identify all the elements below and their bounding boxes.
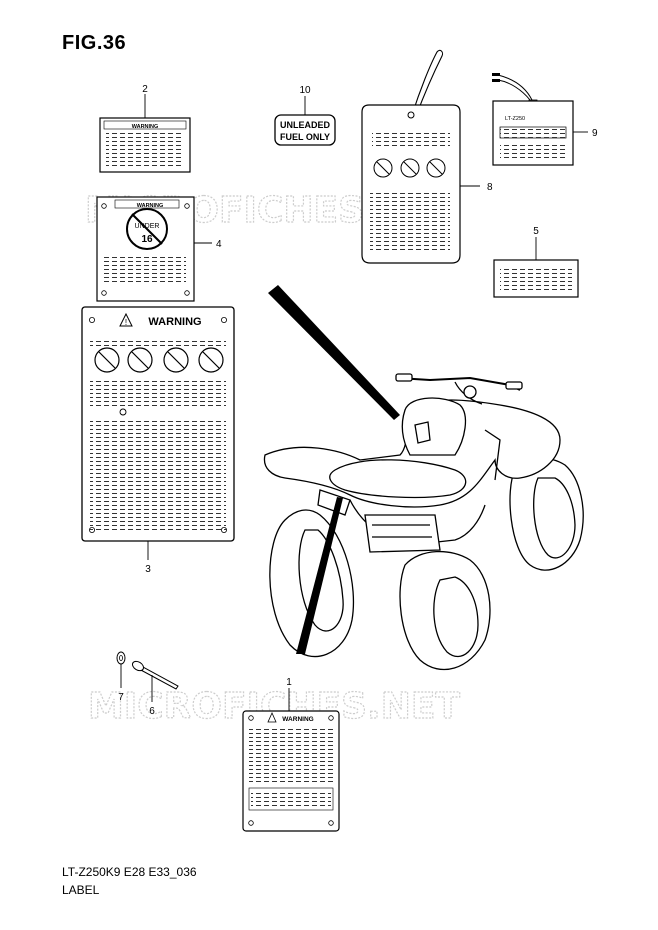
label-part-3[interactable]: ! WARNING bbox=[81, 306, 235, 542]
label-part-1[interactable]: WARNING bbox=[242, 710, 340, 832]
callout-5: 5 bbox=[533, 226, 539, 237]
label-1-warning-text: WARNING bbox=[282, 716, 313, 723]
callout-6: 6 bbox=[149, 706, 155, 717]
atv-illustration bbox=[263, 373, 584, 671]
callout-7: 7 bbox=[118, 692, 124, 703]
label-4-under-text: UNDER bbox=[135, 223, 160, 230]
footer-section-label: LABEL bbox=[62, 883, 100, 897]
label-part-2[interactable]: WARNING bbox=[99, 117, 191, 173]
callout-8: 8 bbox=[487, 182, 493, 193]
label-pointer bbox=[268, 285, 400, 654]
figure-title: FIG.36 bbox=[62, 32, 127, 54]
label-part-8[interactable] bbox=[361, 49, 461, 264]
label-10-line2: FUEL ONLY bbox=[280, 132, 330, 142]
label-part-4[interactable]: WARNING UNDER 16 bbox=[96, 196, 195, 302]
callouts: 2 10 8 9 4 5 3 1 7 6 bbox=[118, 84, 598, 717]
footer-model-code: LT-Z250K9 E28 E33_036 bbox=[62, 865, 197, 879]
washer-part-7[interactable] bbox=[116, 651, 126, 665]
label-2-warning-text: WARNING bbox=[132, 124, 159, 130]
callout-4: 4 bbox=[216, 239, 222, 250]
label-4-warning-text: WARNING bbox=[137, 203, 164, 209]
rivet-part-6[interactable] bbox=[131, 659, 179, 690]
svg-text:!: ! bbox=[125, 318, 127, 327]
label-9-model-text: LT-Z250 bbox=[505, 116, 525, 122]
label-10-line1: UNLEADED bbox=[280, 120, 331, 130]
callout-10: 10 bbox=[299, 85, 311, 96]
callout-2: 2 bbox=[142, 84, 148, 95]
label-part-5[interactable] bbox=[493, 259, 579, 298]
label-part-9[interactable]: LT-Z250 bbox=[492, 73, 574, 166]
callout-1: 1 bbox=[286, 677, 292, 688]
label-part-10[interactable]: UNLEADED FUEL ONLY bbox=[274, 114, 336, 146]
callout-9: 9 bbox=[592, 128, 598, 139]
callout-3: 3 bbox=[145, 564, 151, 575]
label-3-warning-text: WARNING bbox=[148, 316, 201, 328]
label-4-age-text: 16 bbox=[141, 234, 153, 245]
